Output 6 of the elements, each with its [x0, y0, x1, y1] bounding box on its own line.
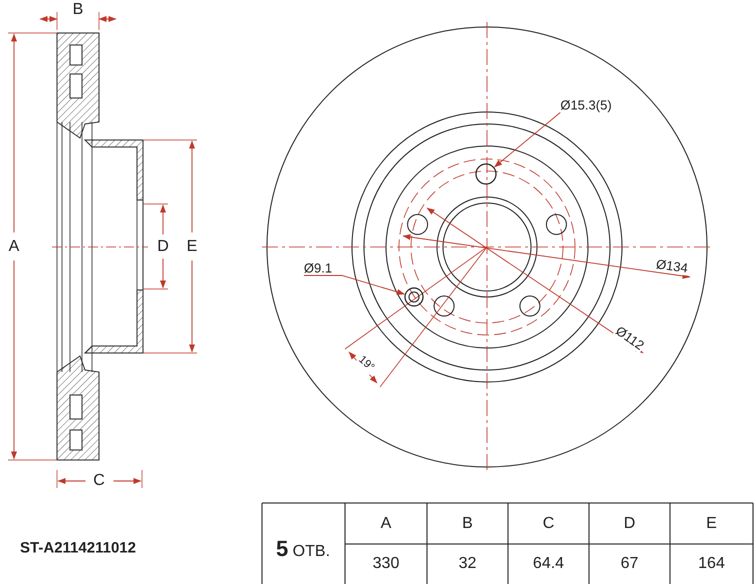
leader-line: [494, 112, 561, 168]
leader-line: [303, 275, 405, 295]
bolt-hole: [404, 287, 424, 307]
diameter-label: Ø15.3(5): [560, 98, 612, 112]
bolt-hole: [475, 163, 497, 185]
diameter-label: Ø9.1: [304, 262, 332, 274]
